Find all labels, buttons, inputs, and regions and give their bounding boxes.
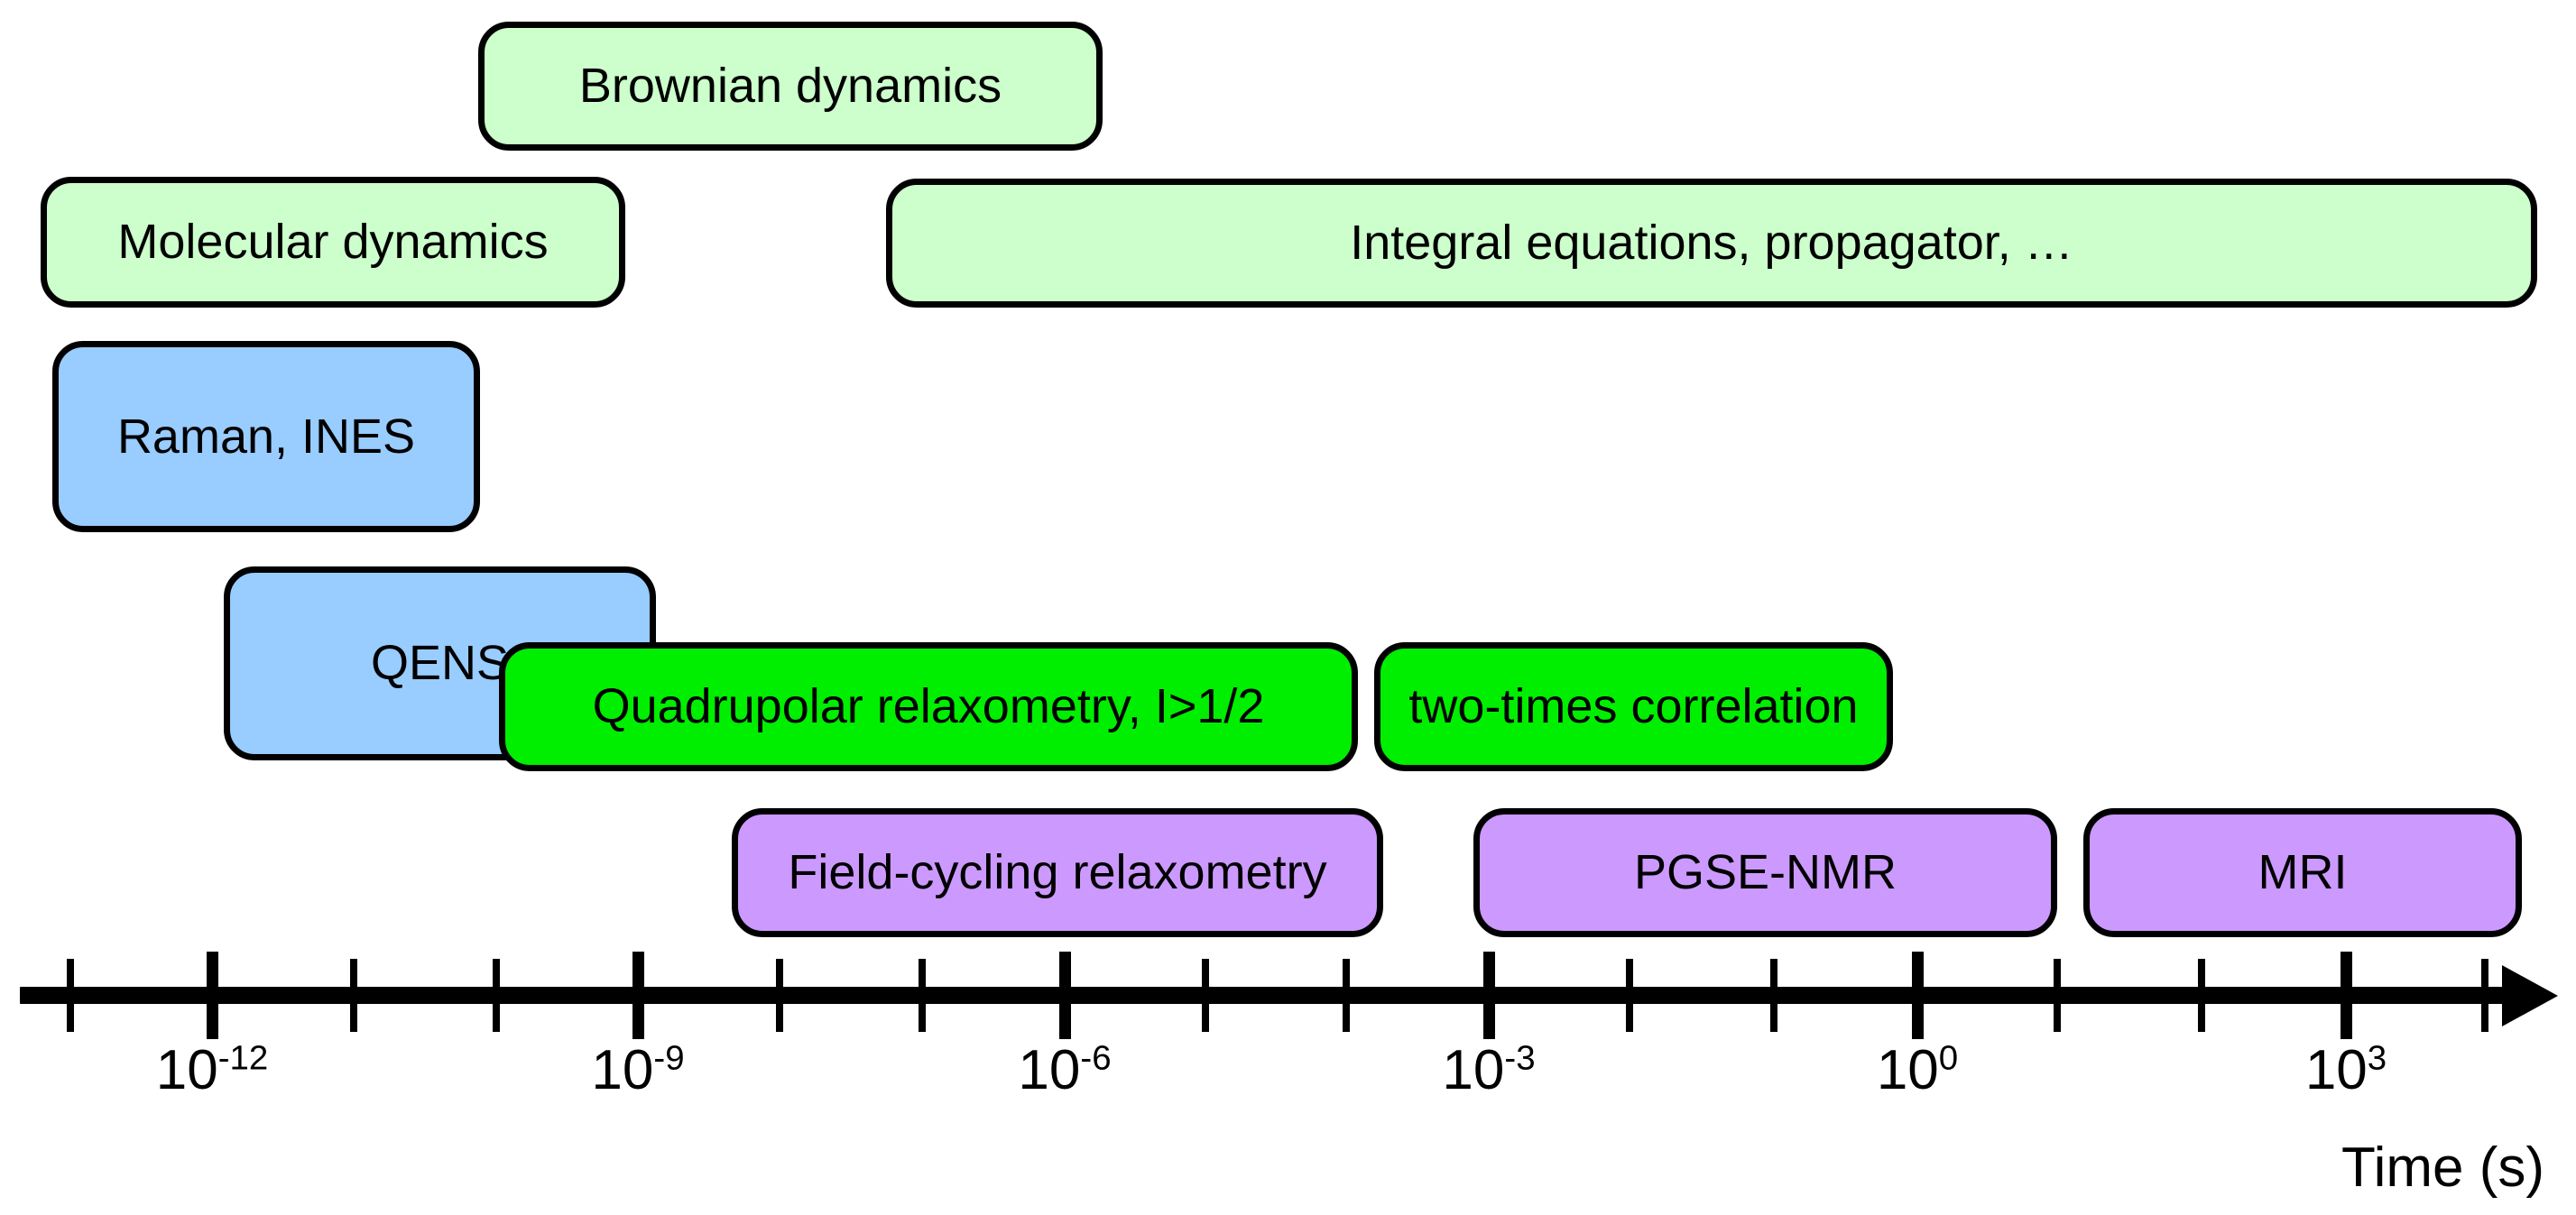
axis-tick-major <box>207 952 218 1039</box>
axis-tick-label: 10-12 <box>156 1038 269 1102</box>
method-box-label: Brownian dynamics <box>578 59 1002 114</box>
method-box-quadrupolar-relaxometry-i-1-2: Quadrupolar relaxometry, I>1/2 <box>499 642 1358 771</box>
tick-label-base: 10 <box>155 1039 218 1101</box>
tick-label-exponent: -9 <box>653 1038 685 1078</box>
tick-label-exponent: -6 <box>1080 1038 1112 1078</box>
axis-tick-minor <box>1770 959 1777 1032</box>
axis-tick-minor <box>2198 959 2205 1032</box>
tick-label-base: 10 <box>2304 1039 2368 1101</box>
axis-tick-minor <box>776 959 783 1032</box>
axis-tick-minor <box>1626 959 1633 1032</box>
tick-label-base: 10 <box>1442 1039 1505 1101</box>
axis-tick-minor <box>493 959 500 1032</box>
method-box-integral-equations-propagator: Integral equations, propagator, … <box>886 179 2537 308</box>
axis-tick-minor <box>919 959 926 1032</box>
axis-tick-major <box>632 952 644 1039</box>
axis-tick-minor <box>1202 959 1209 1032</box>
tick-label-exponent: 3 <box>2367 1038 2387 1078</box>
axis-tick-minor <box>67 959 74 1032</box>
method-box-label: Integral equations, propagator, … <box>1350 216 2073 271</box>
method-box-label: Field-cycling relaxometry <box>788 845 1327 900</box>
axis-tick-minor <box>1343 959 1350 1032</box>
axis-tick-major <box>2341 952 2352 1039</box>
method-box-brownian-dynamics: Brownian dynamics <box>478 22 1103 151</box>
axis-tick-label: 10-6 <box>1018 1038 1111 1102</box>
method-box-two-times-correlation: two-times correlation <box>1374 642 1893 771</box>
method-box-molecular-dynamics: Molecular dynamics <box>41 177 625 308</box>
method-box-label: two-times correlation <box>1408 679 1859 734</box>
method-box-label: Quadrupolar relaxometry, I>1/2 <box>592 679 1265 734</box>
tick-label-base: 10 <box>1876 1039 1939 1101</box>
axis-tick-major <box>1483 952 1495 1039</box>
method-box-mri: MRI <box>2083 808 2522 937</box>
tick-label-exponent: -3 <box>1504 1038 1536 1078</box>
axis-title-label: Time (s) <box>2341 1137 2544 1199</box>
tick-label-exponent: -12 <box>217 1038 269 1078</box>
axis-tick-minor <box>350 959 357 1032</box>
method-box-pgse-nmr: PGSE-NMR <box>1473 808 2057 937</box>
axis-arrow-icon <box>2502 964 2558 1026</box>
axis-tick-label: 103 <box>2305 1038 2387 1102</box>
axis-tick-major <box>1059 952 1071 1039</box>
method-box-label: Molecular dynamics <box>117 215 549 270</box>
method-box-label: QENS <box>370 636 510 691</box>
tick-label-base: 10 <box>1018 1039 1081 1101</box>
axis-tick-label: 10-9 <box>591 1038 684 1102</box>
method-box-raman-ines: Raman, INES <box>52 341 480 532</box>
axis-tick-major <box>1912 952 1924 1039</box>
axis-line <box>20 987 2504 1004</box>
axis-tick-label: 10-3 <box>1442 1038 1535 1102</box>
method-box-label: MRI <box>2257 845 2348 900</box>
axis-tick-minor <box>2054 959 2061 1032</box>
tick-label-base: 10 <box>591 1039 654 1101</box>
method-box-label: Raman, INES <box>116 409 416 464</box>
axis-tick-minor <box>2481 959 2488 1032</box>
tick-label-exponent: 0 <box>1938 1038 1959 1078</box>
method-box-label: PGSE-NMR <box>1633 845 1897 900</box>
method-box-field-cycling-relaxometry: Field-cycling relaxometry <box>732 808 1383 937</box>
axis-tick-label: 100 <box>1877 1038 1958 1102</box>
